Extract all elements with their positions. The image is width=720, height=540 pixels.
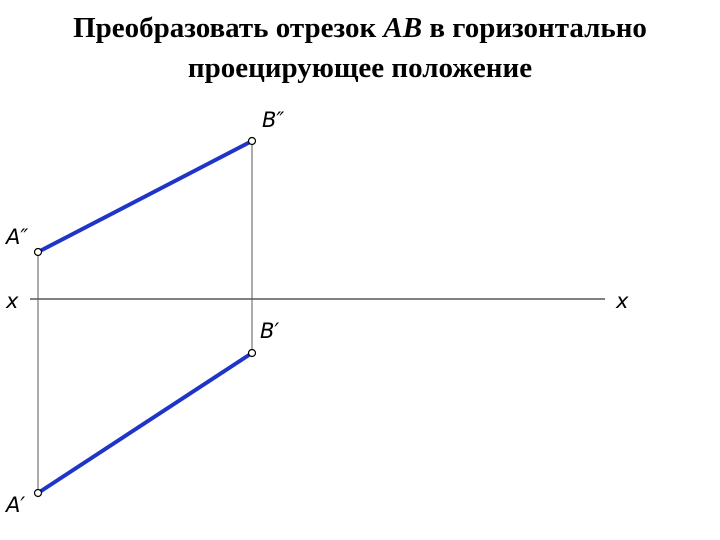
title-line-1: Преобразовать отрезок AB в горизонтально: [0, 8, 720, 48]
segment-horizontal-projection: [36, 351, 254, 495]
label-b2: B″: [262, 108, 284, 132]
title-text-before: Преобразовать отрезок: [73, 12, 384, 44]
segment-frontal-projection: [36, 139, 254, 254]
title-text-after: в горизонтально: [422, 12, 647, 44]
point-a2-marker: [33, 247, 43, 257]
label-x-left: x: [5, 289, 19, 313]
label-b1: B′: [260, 319, 279, 343]
label-a1: A′: [4, 493, 25, 517]
point-a1-marker: [33, 488, 43, 498]
title-segment-name: AB: [383, 12, 423, 44]
label-x-right: x: [615, 289, 629, 313]
point-b2-marker: [247, 136, 257, 146]
point-b1-marker: [247, 348, 257, 358]
title-line-2: проецирующее положение: [187, 52, 533, 84]
slide-title: Преобразовать отрезок AB в горизонтально…: [0, 8, 720, 88]
label-a2: A″: [4, 225, 28, 249]
